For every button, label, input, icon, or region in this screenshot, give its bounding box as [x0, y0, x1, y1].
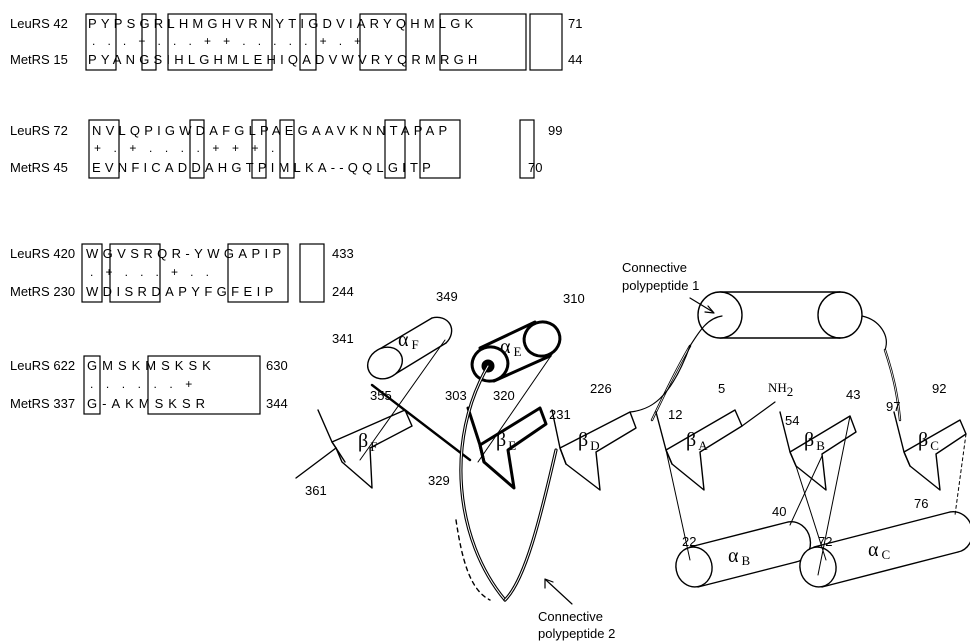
block3-marks: . + . . . + . . — [90, 265, 213, 279]
connective-helix-1 — [698, 292, 862, 338]
alignment-block-4: LeuRS 622 GMSKMSKSK 630 . . . . . . + Me… — [10, 356, 288, 414]
residue-76: 76 — [914, 496, 928, 511]
block3-top-label: LeuRS 420 — [10, 246, 75, 261]
block3-bottom-end: 244 — [332, 284, 354, 299]
residue-361: 361 — [305, 483, 327, 498]
block3-bottom-label: MetRS 230 — [10, 284, 75, 299]
helix-alpha-f — [362, 317, 452, 385]
residue-5: 5 — [718, 381, 725, 396]
block2-marks: + . + . . . . + + + . — [94, 141, 279, 155]
block1-bottom-seq: PYANGSIHLGHMLEHIQADVWVRYQRMRGH — [88, 52, 482, 67]
link-betaA-to-nh2 — [742, 402, 775, 426]
connective-2-label-line2: polypeptide 2 — [538, 626, 615, 641]
block3-top-seq: WGVSRQR-YWGAPIP — [86, 246, 286, 261]
residue-320: 320 — [493, 388, 515, 403]
alignment-block-2: LeuRS 72 NVLQPIGWDAFGLPAEGAAVKNNTAPAP 99… — [10, 120, 562, 178]
link-361-tail — [296, 448, 336, 478]
block2-bottom-label: MetRS 45 — [10, 160, 68, 175]
block1-top-seq: PYPSGRLHMGHVRNYTIGDVIARYQHMLGK — [88, 16, 477, 31]
alignment-block-1: LeuRS 42 PYPSGRLHMGHVRNYTIGDVIARYQHMLGK … — [10, 14, 582, 70]
residue-40: 40 — [772, 504, 786, 519]
residue-92: 92 — [932, 381, 946, 396]
connective-2-dashed — [456, 520, 490, 600]
connective-1-label-line1: Connective — [622, 260, 687, 275]
residue-231: 231 — [549, 407, 571, 422]
residue-22: 22 — [682, 534, 696, 549]
connective-2-label-line1: Connective — [538, 609, 603, 624]
block1-top-end: 71 — [568, 16, 582, 31]
block3-top-end: 433 — [332, 246, 354, 261]
block4-marks: . . . . . . + — [90, 377, 197, 391]
residue-310: 310 — [563, 291, 585, 306]
residue-54: 54 — [785, 413, 799, 428]
block3-bottom-seq: WDISRDAPYFGFEIP — [86, 284, 278, 299]
residue-72: 72 — [818, 534, 832, 549]
residue-43: 43 — [846, 387, 860, 402]
block2-top-end: 99 — [548, 123, 562, 138]
residue-355: 355 — [370, 388, 392, 403]
connective-1-loop-right — [862, 316, 886, 350]
connective-1-label-line2: polypeptide 1 — [622, 278, 699, 293]
nh2-terminus: NH2 — [768, 380, 793, 399]
block4-top-end: 630 — [266, 358, 288, 373]
residue-226: 226 — [590, 381, 612, 396]
block2-bottom-seq: EVNFICADDAHGTPIMLKA--QQLGITP — [92, 160, 435, 175]
block4-bottom-end: 344 — [266, 396, 288, 411]
link-betaC-to-alphaC — [955, 434, 966, 515]
alignment-block-3: LeuRS 420 WGVSRQR-YWGAPIP 433 . + . . . … — [10, 244, 354, 302]
block2-top-seq: NVLQPIGWDAFGLPAEGAAVKNNTAPAP — [92, 123, 451, 138]
block1-marks: . . . + . . . + + . . . . . + . + — [92, 34, 366, 48]
connective-2-pointer — [546, 580, 572, 604]
residue-329: 329 — [428, 473, 450, 488]
block2-top-label: LeuRS 72 — [10, 123, 68, 138]
block4-bottom-label: MetRS 337 — [10, 396, 75, 411]
residue-97: 97 — [886, 399, 900, 414]
topology-labels: Connective polypeptide 1 Connective poly… — [305, 260, 946, 641]
block1-top-label: LeuRS 42 — [10, 16, 68, 31]
residue-349: 349 — [436, 289, 458, 304]
block1-bottom-label: MetRS 15 — [10, 52, 68, 67]
residue-341: 341 — [332, 331, 354, 346]
block4-top-seq: GMSKMSKSK — [87, 358, 216, 373]
block4-top-label: LeuRS 622 — [10, 358, 75, 373]
residue-303: 303 — [445, 388, 467, 403]
block1-bottom-end: 44 — [568, 52, 582, 67]
residue-12: 12 — [668, 407, 682, 422]
block2-bottom-end: 70 — [528, 160, 542, 175]
